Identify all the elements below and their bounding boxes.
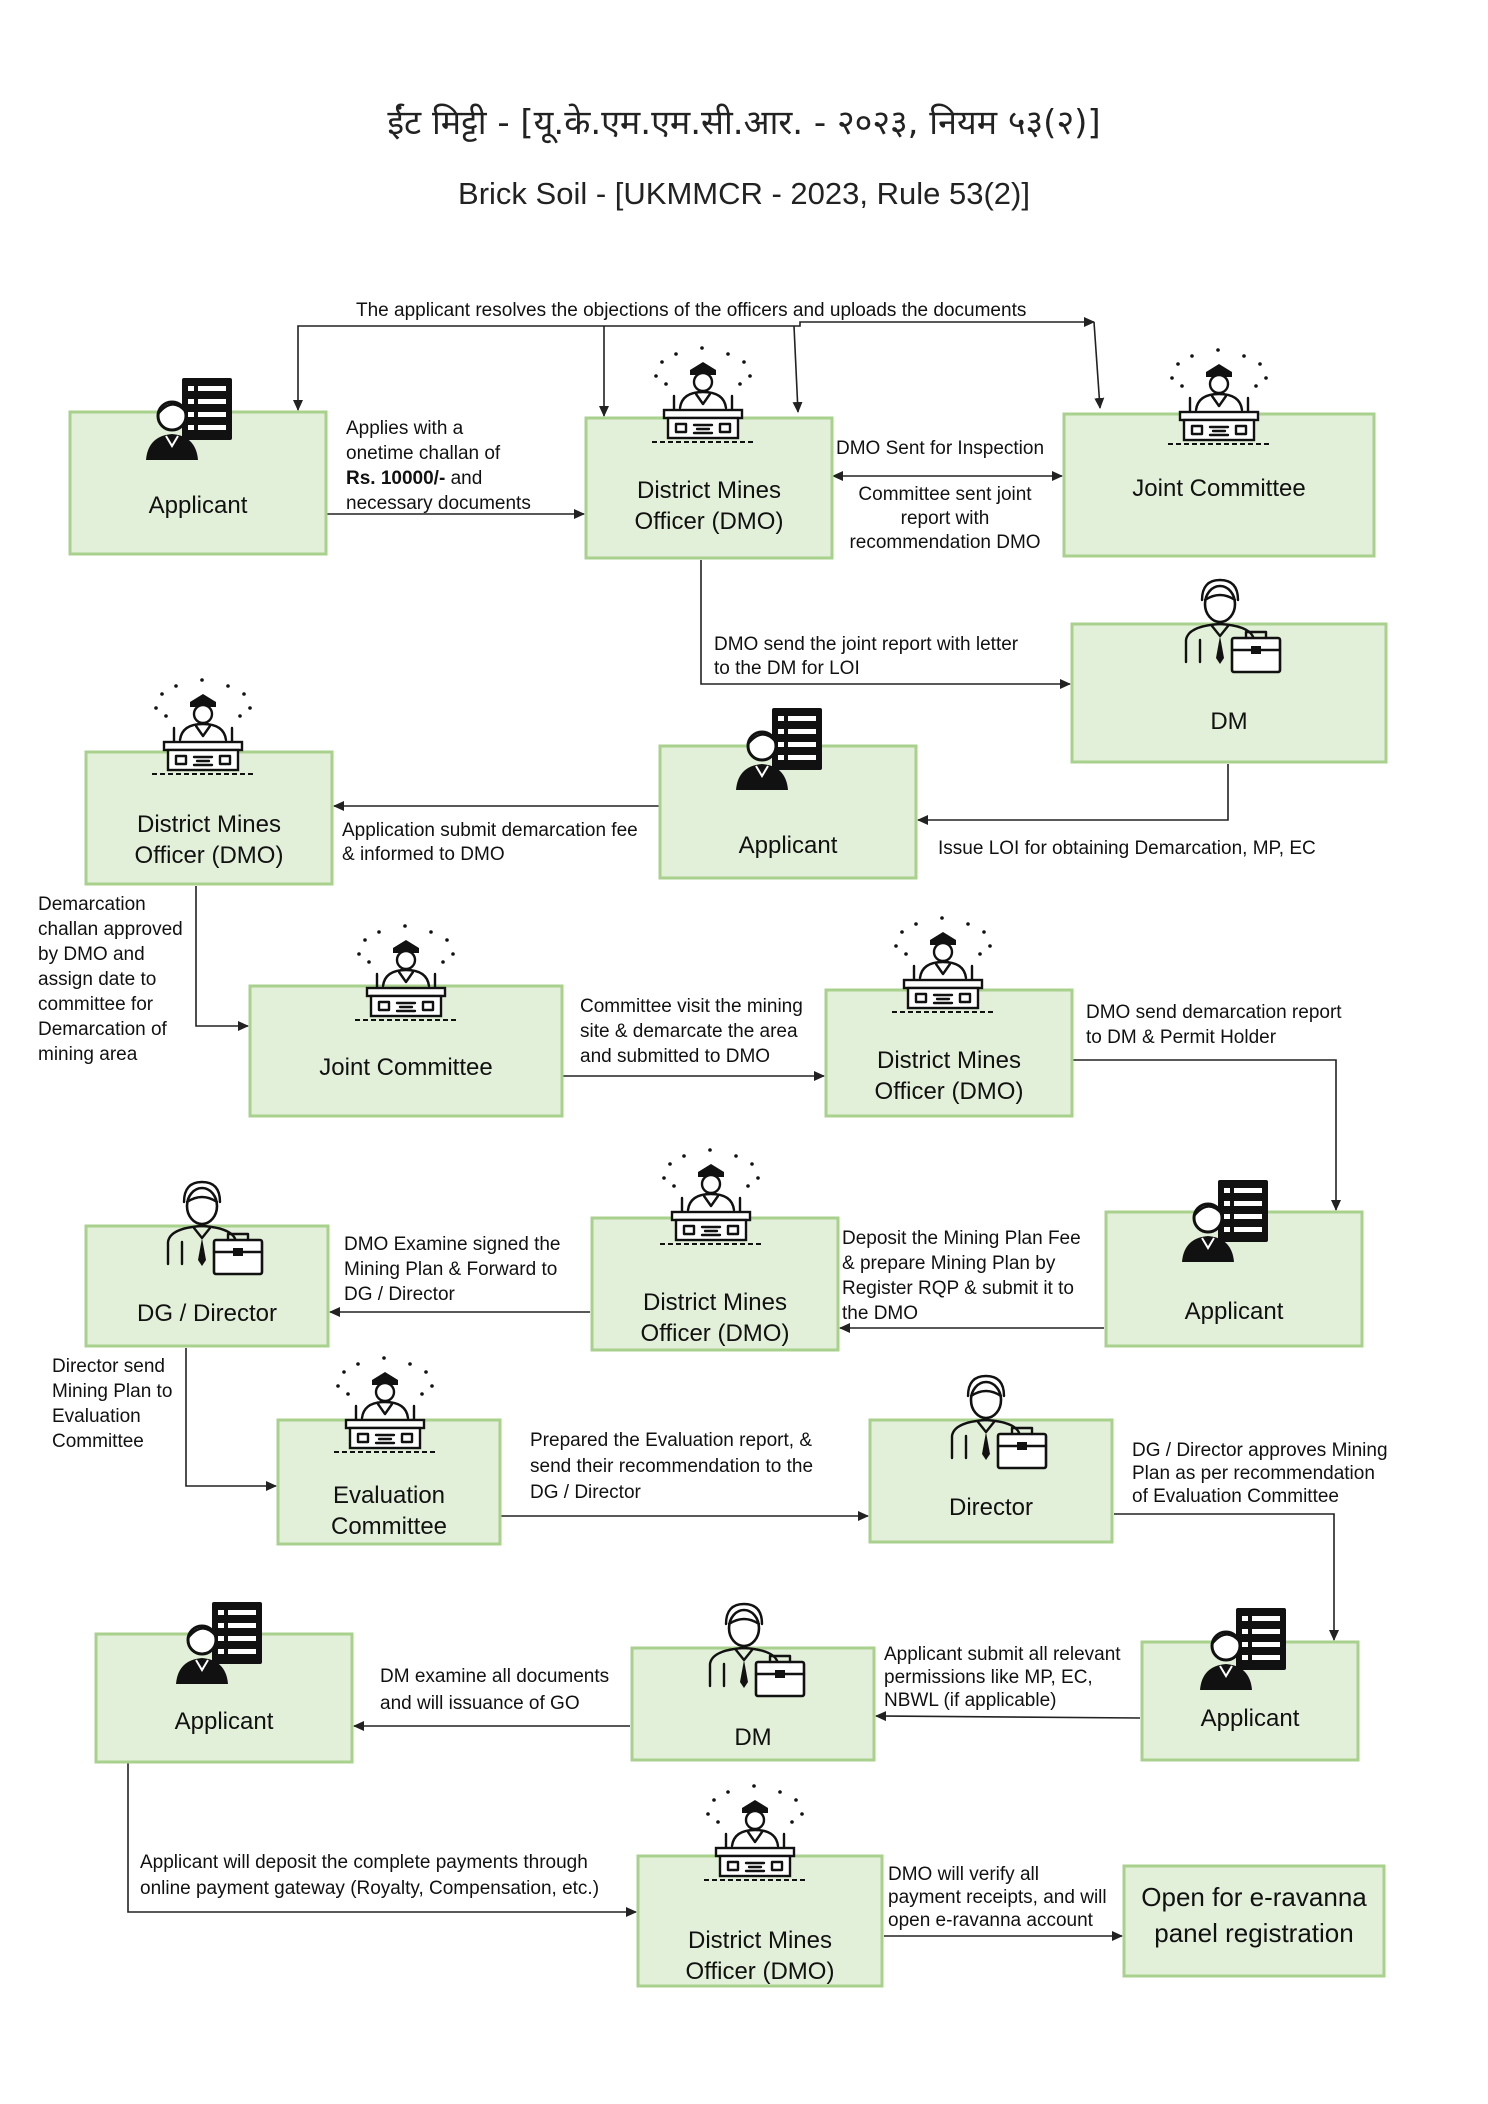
edge-label-objections: The applicant resolves the objections of… (356, 300, 1026, 321)
applicant-icon (1200, 1608, 1286, 1690)
officer-icon (355, 924, 457, 1021)
node-dm-2 (630, 1646, 876, 1762)
node-label-applicant-4: Applicant (1201, 1705, 1300, 1732)
edge-objections-right1 (792, 325, 803, 413)
manager-icon (708, 1602, 806, 1698)
node-label-applicant-5: Applicant (175, 1708, 274, 1735)
node-dmo-5 (636, 1854, 884, 1988)
node-label-applicant-2: Applicant (739, 832, 838, 859)
edge-objections-right2 (1093, 321, 1105, 409)
officer-icon (660, 1148, 762, 1245)
officer-icon (652, 346, 754, 443)
node-dg-director (84, 1224, 330, 1348)
applicant-icon (1182, 1180, 1268, 1262)
node-eravanna (1122, 1864, 1386, 1978)
node-label-applicant-1: Applicant (149, 492, 248, 519)
edge-objections-left (293, 325, 604, 411)
officer-icon (1168, 348, 1270, 445)
node-label-dm-2: DM (734, 1724, 771, 1751)
node-director (868, 1418, 1114, 1544)
edge-deposit (127, 1762, 637, 1917)
edge-challan (195, 886, 249, 1031)
officer-icon (892, 916, 994, 1013)
manager-icon (166, 1180, 264, 1276)
manager-icon (1184, 578, 1282, 674)
edge-approves (1114, 1513, 1339, 1641)
edge-demarcation-report (1072, 1059, 1341, 1211)
node-label-director: Director (949, 1494, 1033, 1521)
node-label-jc-1: Joint Committee (1132, 475, 1305, 502)
applicant-icon (176, 1602, 262, 1684)
page-title-hindi: ईंट मिट्टी - [यू.के.एम.एम.सी.आर. - २०२३,… (387, 103, 1101, 143)
officer-icon (704, 1784, 806, 1881)
officer-icon (152, 678, 254, 775)
edge-label-demarcation-fee: Application submit demarcation fee& info… (342, 820, 638, 865)
applicant-icon (146, 378, 232, 460)
edge-label-sent-inspection: DMO Sent for Inspection (836, 438, 1044, 459)
node-label-dg-director: DG / Director (137, 1300, 277, 1327)
officer-icon (334, 1356, 436, 1453)
page-title-english: Brick Soil - [UKMMCR - 2023, Rule 53(2)] (458, 176, 1030, 211)
edge-label-evaluation-report: Prepared the Evaluation report, &send th… (530, 1430, 813, 1503)
edge-objections-top (604, 317, 1095, 327)
node-label-dm-1: DM (1210, 708, 1247, 735)
applicant-icon (736, 708, 822, 790)
edge-permissions (875, 1711, 1141, 1722)
edge-label-mining-plan-fee: Deposit the Mining Plan Fee& prepare Min… (842, 1228, 1081, 1324)
edge-label-deposit-payments: Applicant will deposit the complete paym… (140, 1852, 599, 1899)
manager-icon (950, 1374, 1048, 1470)
edge-label-issue-loi: Issue LOI for obtaining Demarcation, MP,… (938, 838, 1316, 859)
edge-director-send (185, 1348, 277, 1491)
edge-loi (917, 764, 1229, 825)
node-dm-1 (1070, 622, 1388, 764)
node-label-jc-2: Joint Committee (319, 1054, 492, 1081)
edge-joint-report (700, 560, 1071, 689)
node-label-applicant-3: Applicant (1185, 1298, 1284, 1325)
